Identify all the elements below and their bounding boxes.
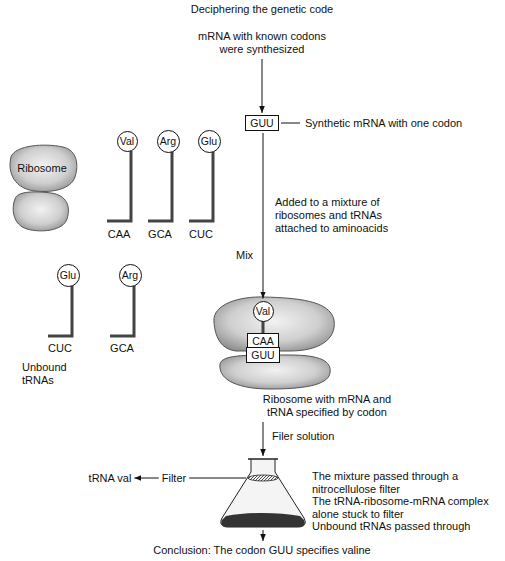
annotation: Mix	[236, 249, 253, 262]
flask-body	[221, 459, 305, 527]
amino-acid-circle-text: Glu	[201, 135, 217, 147]
filter-flask: The mixture passed through a nitrocellul…	[218, 458, 308, 528]
trna-stem	[48, 285, 72, 336]
flask-notes: The mixture passed through a nitrocellul…	[312, 470, 497, 533]
text-slot: Synthetic mRNA with one codon	[305, 117, 462, 130]
ribosome-small-subunit	[13, 192, 68, 231]
leader-line	[281, 123, 300, 124]
text-slot: CUC	[189, 228, 213, 241]
amino-acid-circle-text: Arg	[122, 269, 138, 281]
step-text-text: Ribosome with mRNA and tRNA specified by…	[256, 393, 398, 419]
trna-stem	[189, 151, 213, 221]
amino-acid-circle: Arg	[119, 264, 142, 287]
amino-acid-circle-text: Arg	[160, 135, 176, 147]
trna-stem	[148, 151, 172, 221]
anticodon-box-text: CAA	[252, 335, 274, 347]
text-slot: CAA	[108, 228, 131, 241]
trna-stem	[110, 285, 134, 336]
text-slot: Mix	[236, 249, 253, 262]
text-slot: GCA	[110, 342, 134, 355]
codon-box: GUU	[245, 115, 278, 131]
step-text: Ribosome with mRNA and tRNA specified by…	[256, 393, 398, 419]
flow-arrow	[262, 59, 263, 113]
amino-acid-circle-text: Val	[256, 305, 270, 317]
filtrate	[221, 513, 305, 527]
filter-flask-text: Unbound tRNAs passed through	[312, 520, 497, 533]
step-text-text: mRNA with known codons were synthesized	[195, 30, 330, 56]
amino-acid-circle-text: Val	[120, 135, 134, 147]
nitrocellulose-filter	[248, 475, 278, 481]
text-slot: Unbound tRNAs	[22, 361, 74, 387]
anticodon-label: GCA	[148, 228, 172, 241]
filter-label: Filter	[162, 472, 186, 485]
diagram-title: Deciphering the genetic code	[191, 3, 333, 16]
annotation: Synthetic mRNA with one codon	[305, 117, 462, 130]
anticodon-label: CUC	[189, 228, 213, 241]
filter-label-text: Filter	[162, 472, 186, 485]
filter-flask-text: The tRNA-ribosome-mRNA complex alone stu…	[312, 495, 497, 520]
ribosome-text: Ribosome	[5, 162, 79, 175]
group-caption: Unbound tRNAs	[22, 361, 74, 387]
flow-arrow	[134, 478, 158, 479]
anticodon-label: GCA	[110, 342, 134, 355]
conclusion-text-text: Conclusion: The codon GUU specifies vali…	[153, 544, 370, 557]
text-slot: CUC	[48, 342, 72, 355]
amino-acid-circle: Val	[117, 131, 138, 152]
codon-box: GUU	[246, 347, 279, 363]
conclusion-text: Conclusion: The codon GUU specifies vali…	[153, 544, 370, 557]
ribosome-outline	[5, 143, 79, 233]
flask-outline	[218, 458, 308, 528]
text-slot: GCA	[148, 228, 172, 241]
result-text: tRNA val	[89, 472, 132, 485]
edge-label: Added to a mixture of ribosomes and tRNA…	[275, 196, 400, 235]
ribosome-large-subunit	[214, 297, 334, 351]
anticodon-label: CAA	[108, 228, 131, 241]
amino-acid-circle: Val	[253, 301, 274, 322]
amino-acid-circle-text: Glu	[60, 269, 76, 281]
flow-arrow	[189, 478, 246, 479]
flask-lip	[248, 458, 278, 460]
flow-arrow	[263, 422, 264, 456]
flow-arrow	[263, 133, 264, 299]
text-slot: Filer solution	[272, 430, 334, 443]
trna-stem	[107, 151, 131, 221]
filter-flask-text: The mixture passed through a nitrocellul…	[312, 470, 497, 495]
codon-box-text: GUU	[250, 117, 273, 129]
amino-acid-circle: Glu	[198, 130, 221, 153]
codon-box-text: GUU	[251, 349, 274, 361]
amino-acid-circle: Arg	[157, 130, 180, 153]
ribosome: Ribosome	[5, 143, 79, 233]
flow-arrow	[263, 530, 264, 541]
anticodon-label: CUC	[48, 342, 72, 355]
edge-label: Filer solution	[272, 430, 334, 443]
amino-acid-circle: Glu	[57, 264, 80, 287]
text-slot: Deciphering the genetic code	[191, 3, 333, 16]
result-text-text: tRNA val	[89, 472, 132, 485]
step-text: mRNA with known codons were synthesized	[195, 30, 330, 56]
text-slot: Added to a mixture of ribosomes and tRNA…	[275, 196, 400, 235]
